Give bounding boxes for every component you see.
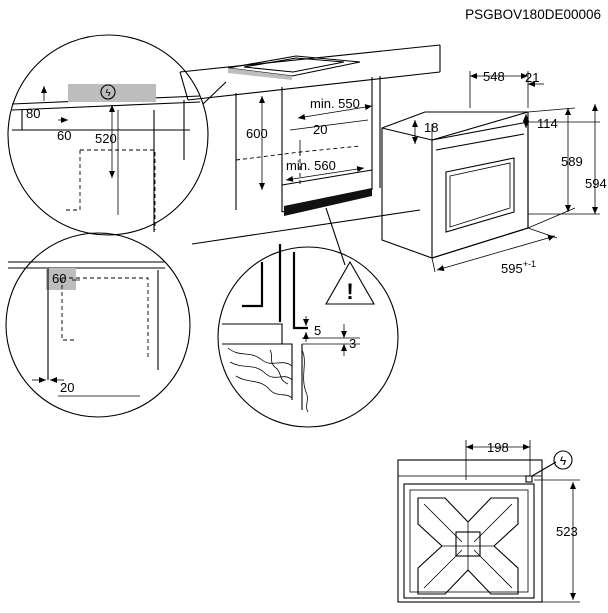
dim-height-front: 589 <box>561 154 583 169</box>
dim-cab-width: min. 560 <box>286 158 336 173</box>
dim-rear-height: 523 <box>556 524 578 539</box>
dim-door-depth: 21 <box>525 70 539 85</box>
oven-rear-view: ϟ 198 523 <box>397 440 580 603</box>
dim-top-offset: 114 <box>537 116 558 131</box>
detail-left-middle: 60 20 <box>5 232 191 418</box>
cabinet-drawing: 600 min. 550 20 min. 560 <box>179 44 441 245</box>
dim-detail-gap: 5 <box>314 323 321 338</box>
dim-detail-side-left: 60 <box>52 271 66 286</box>
dim-cab-gap: 20 <box>313 122 327 137</box>
dim-front-recess: 18 <box>424 120 438 135</box>
dim-cab-height: 600 <box>246 126 268 141</box>
dim-detail-top-mid: 60 <box>57 128 71 143</box>
electric-symbol: ϟ <box>105 88 111 99</box>
electric-plug-icon <box>100 84 116 100</box>
detail-plinth: 5 3 ! <box>217 207 399 428</box>
electric-plug-icon-rear <box>553 450 573 470</box>
dim-detail-gap2: 3 <box>349 336 356 351</box>
dim-cab-depth: min. 550 <box>310 96 360 111</box>
oven-drawing: 548 21 114 18 589 594 595+-1 <box>381 69 607 276</box>
warning-symbol: ! <box>346 279 353 304</box>
detail-top-left: 80 60 520 ϟ <box>7 34 227 236</box>
electric-symbol-rear: ϟ <box>560 454 567 468</box>
dim-rear-width: 198 <box>487 440 509 455</box>
dim-detail-top-height: 520 <box>95 131 117 146</box>
dim-width: 595+-1 <box>501 259 536 276</box>
dim-height-total: 594 <box>585 176 607 191</box>
document-code: PSGBOV180DE00006 <box>465 7 601 22</box>
warning-triangle-icon <box>325 260 375 305</box>
dim-detail-top-left: 80 <box>26 106 40 121</box>
dim-overall-depth: 548 <box>483 69 505 84</box>
dim-detail-side-bottom: 20 <box>60 380 74 395</box>
wood-texture <box>227 347 309 413</box>
